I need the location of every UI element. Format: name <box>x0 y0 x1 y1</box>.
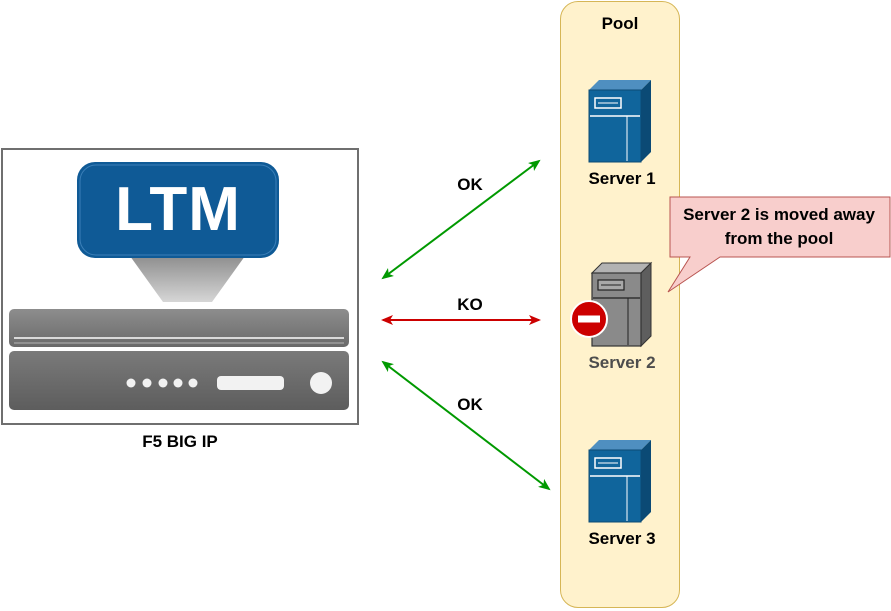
callout-bubble <box>667 196 891 293</box>
server-2-label: Server 2 <box>588 353 656 372</box>
server-3-label: Server 3 <box>588 529 656 548</box>
ltm-badge-text: LTM <box>115 175 241 244</box>
remove-circle-icon <box>570 300 608 338</box>
link-label-3: OK <box>457 395 483 414</box>
load-balancer-appliance-icon <box>9 309 349 410</box>
device-label: F5 BIG IP <box>142 432 218 451</box>
server-3-icon <box>588 440 651 523</box>
link-label-2: KO <box>457 295 483 314</box>
callout-text: Server 2 is moved away from the pool <box>683 205 875 248</box>
server-2-icon <box>590 261 653 348</box>
server-1-icon <box>588 80 651 163</box>
ok-arrow-server-3 <box>381 360 551 491</box>
link-label-1: OK <box>457 175 483 194</box>
pool-title: Pool <box>601 14 639 33</box>
server-1-label: Server 1 <box>588 169 656 188</box>
ltm-logo-icon <box>77 162 279 302</box>
ok-arrow-server-1 <box>381 159 541 280</box>
